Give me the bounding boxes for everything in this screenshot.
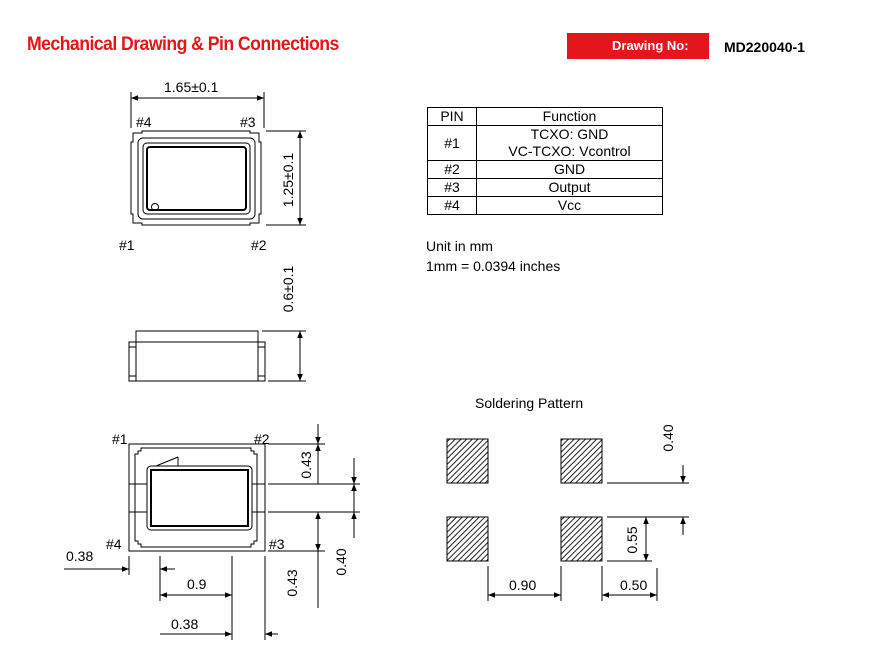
bottom-pin-4-label: #4 — [106, 536, 122, 552]
pin1-marker-icon — [151, 203, 159, 211]
table-header-pin: PIN — [427, 107, 477, 126]
table-cell-pin: #3 — [427, 178, 477, 197]
bottom-view-package — [128, 443, 266, 552]
table-cell-function: GND — [476, 160, 663, 179]
solder-pad-height-dimension: 0.40 — [660, 424, 676, 452]
table-cell-function: Output — [476, 178, 663, 197]
table-row: #3 Output — [427, 178, 663, 197]
unit-note: Unit in mm — [426, 238, 493, 254]
pad-height-top-dimension: 0.43 — [298, 451, 314, 479]
bottom-pin-3-label: #3 — [269, 536, 285, 552]
side-view-package — [128, 330, 266, 382]
top-view-package — [130, 130, 262, 226]
function-line: VC-TCXO: Vcontrol — [508, 143, 631, 159]
page-title: Mechanical Drawing & Pin Connections — [27, 34, 339, 55]
top-pin-4-label: #4 — [136, 114, 152, 130]
solder-pad-bottom-left — [446, 516, 489, 562]
top-pin-2-label: #2 — [251, 237, 267, 253]
pin-function-table: PIN Function #1 TCXO: GND VC-TCXO: Vcont… — [427, 107, 663, 215]
solder-pad-bottom-right — [560, 516, 603, 562]
solder-pitch-dimension: 0.90 — [509, 577, 537, 593]
table-row: #2 GND — [427, 160, 663, 179]
table-cell-pin: #2 — [427, 160, 477, 179]
solder-gap-dimension: 0.55 — [624, 526, 640, 554]
pad-height-bottom-dimension: 0.43 — [284, 569, 300, 597]
top-pin-3-label: #3 — [240, 114, 256, 130]
drawing-number-value: MD220040-1 — [724, 39, 805, 55]
solder-pad-width-dimension: 0.50 — [620, 577, 648, 593]
pad-width-bottom-dimension: 0.38 — [171, 616, 199, 632]
table-cell-pin: #4 — [427, 196, 477, 215]
table-row: #1 TCXO: GND VC-TCXO: Vcontrol — [427, 125, 663, 161]
top-pin-1-label: #1 — [119, 237, 135, 253]
soldering-pads — [446, 438, 603, 562]
top-width-dimension: 1.65±0.1 — [164, 79, 219, 95]
solder-pad-top-right — [560, 438, 603, 484]
top-height-dimension: 1.25±0.1 — [280, 152, 296, 208]
bottom-pin-2-label: #2 — [254, 431, 270, 447]
table-cell-function: Vcc — [476, 196, 663, 215]
table-header-function: Function — [476, 107, 663, 126]
unit-conversion-note: 1mm = 0.0394 inches — [426, 258, 561, 274]
drawing-number-badge — [567, 33, 709, 59]
bottom-pin-1-label: #1 — [112, 431, 128, 447]
pad-gap-dimension: 0.40 — [333, 548, 349, 576]
table-cell-pin: #1 — [427, 125, 477, 161]
function-line: TCXO: GND — [530, 126, 609, 142]
table-cell-function: TCXO: GND VC-TCXO: Vcontrol — [476, 125, 663, 161]
table-row: #4 Vcc — [427, 196, 663, 215]
table-header-row: PIN Function — [427, 107, 663, 126]
thickness-dimension: 0.6±0.1 — [280, 265, 296, 313]
pad-pitch-dimension: 0.9 — [187, 576, 207, 592]
drawing-number-label: Drawing No: — [612, 38, 689, 53]
pad-width-left-dimension: 0.38 — [66, 548, 94, 564]
soldering-pattern-title: Soldering Pattern — [475, 395, 584, 411]
solder-pad-top-left — [446, 438, 489, 484]
